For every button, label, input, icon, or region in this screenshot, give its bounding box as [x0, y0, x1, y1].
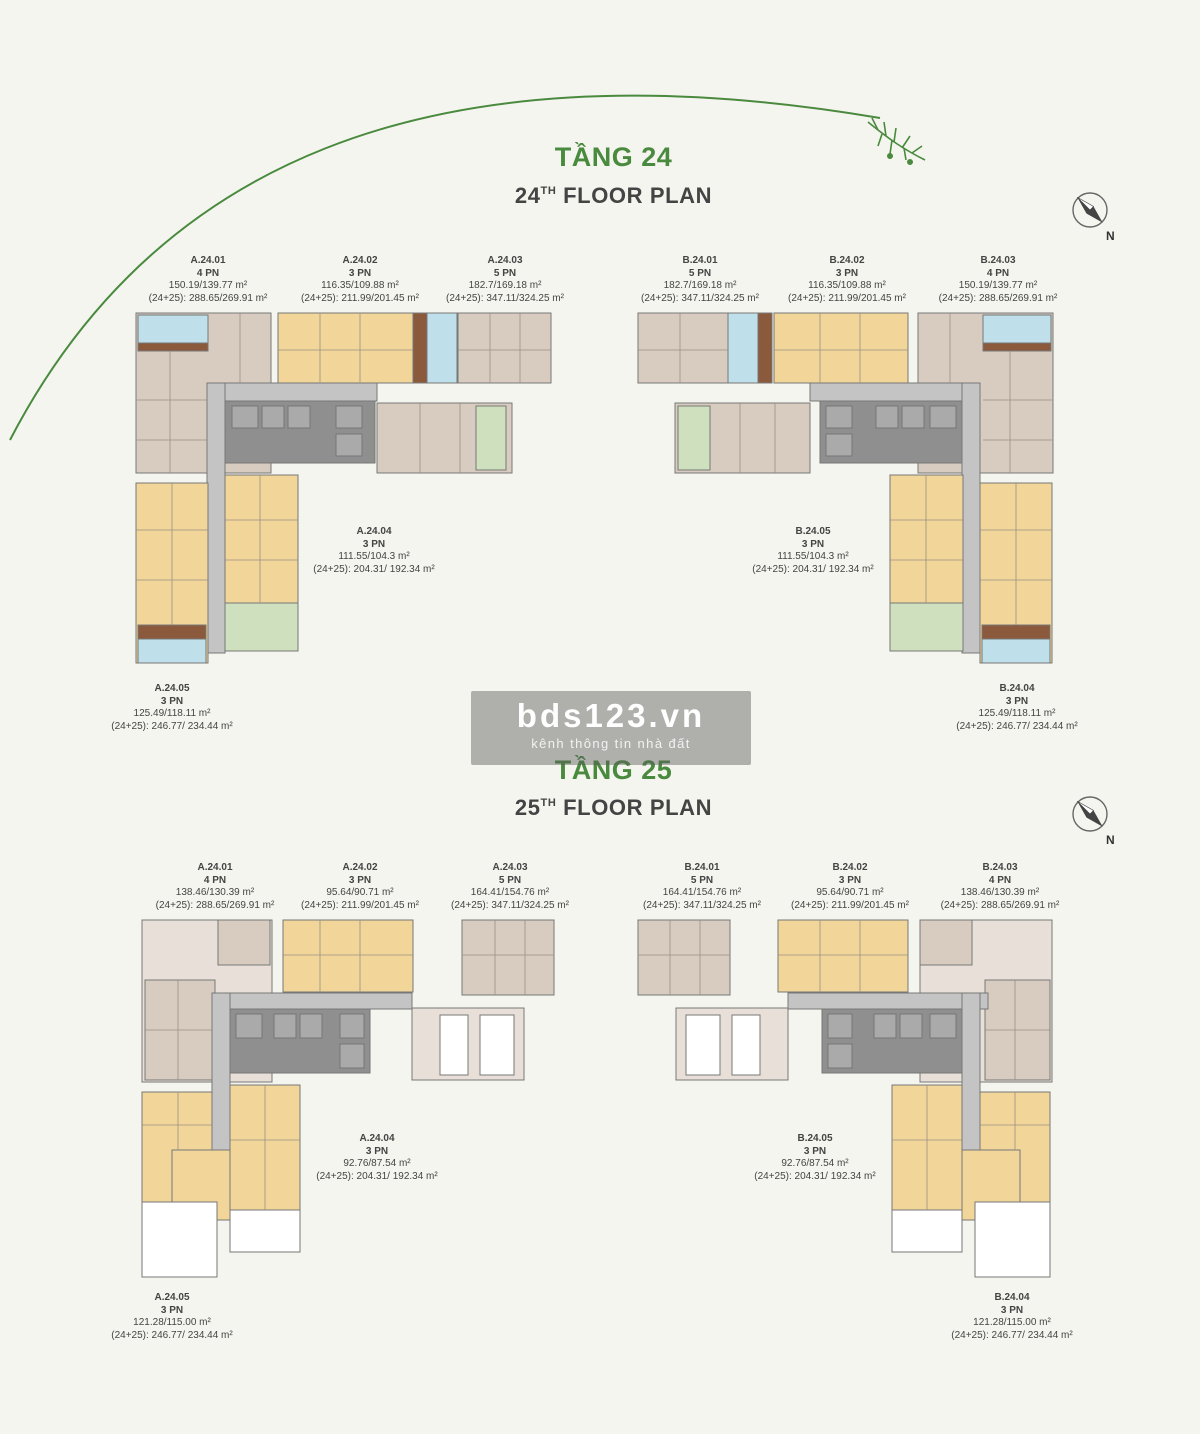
unit-b2405-shape: [889, 474, 964, 604]
floor-24-title: TẦNG 24: [554, 142, 673, 172]
unit-label-a2404-floor25: A.24.04 3 PN 92.76/87.54 m² (24+25): 204…: [316, 1133, 438, 1182]
unit-label-a2404-floor24: A.24.04 3 PN 111.55/104.3 m² (24+25): 20…: [313, 526, 435, 575]
unit-label-b2403-floor24: B.24.03 4 PN 150.19/139.77 m² (24+25): 2…: [938, 255, 1058, 304]
unit-label-b2402-floor25: B.24.02 3 PN 95.64/90.71 m² (24+25): 211…: [791, 862, 909, 911]
unit-label-b2403-floor25: B.24.03 4 PN 138.46/130.39 m² (24+25): 2…: [940, 862, 1060, 911]
unit-a2402-shape: [277, 312, 414, 384]
unit-label-a2401-floor25: A.24.01 4 PN 138.46/130.39 m² (24+25): 2…: [155, 862, 275, 911]
unit-label-b2405-floor24: B.24.05 3 PN 111.55/104.3 m² (24+25): 20…: [752, 526, 874, 575]
unit-b2402-shape-25: [777, 919, 909, 993]
unit-a2403-shape-25: [461, 919, 555, 996]
unit-label-a2405-floor25: A.24.05 3 PN 121.28/115.00 m² (24+25): 2…: [111, 1292, 233, 1341]
unit-a2402-shape-25: [282, 919, 414, 993]
floor-25-subtitle: 25TH FLOOR PLAN: [514, 795, 713, 820]
svg-text:N: N: [1106, 229, 1115, 242]
floor-25-title: TẦNG 25: [554, 755, 673, 785]
compass-north-icon: N: [1072, 192, 1115, 242]
unit-label-b2402-floor24: B.24.02 3 PN 116.35/109.88 m² (24+25): 2…: [788, 255, 906, 304]
unit-a2403-shape: [457, 312, 552, 384]
unit-label-a2403-floor25: A.24.03 5 PN 164.41/154.76 m² (24+25): 3…: [451, 862, 569, 911]
unit-label-b2404-floor25: B.24.04 3 PN 121.28/115.00 m² (24+25): 2…: [951, 1292, 1073, 1341]
svg-text:N: N: [1106, 833, 1115, 846]
compass-north-icon: N: [1072, 796, 1115, 846]
unit-label-a2405-floor24: A.24.05 3 PN 125.49/118.11 m² (24+25): 2…: [111, 683, 233, 732]
unit-label-a2403-floor24: A.24.03 5 PN 182.7/169.18 m² (24+25): 34…: [446, 255, 564, 304]
unit-label-a2402-floor25: A.24.02 3 PN 95.64/90.71 m² (24+25): 211…: [301, 862, 419, 911]
decorative-arc: [9, 94, 926, 441]
unit-b2401-shape-25: [637, 919, 731, 996]
watermark-subtext: kênh thông tin nhà đất: [531, 736, 691, 751]
unit-label-a2402-floor24: A.24.02 3 PN 116.35/109.88 m² (24+25): 2…: [301, 255, 419, 304]
unit-b2401-shape: [637, 312, 729, 384]
floor-24-subtitle: 24TH FLOOR PLAN: [514, 183, 713, 208]
leaf-branch-icon: [867, 117, 926, 166]
unit-label-b2405-floor25: B.24.05 3 PN 92.76/87.54 m² (24+25): 204…: [754, 1133, 876, 1182]
unit-b2402-shape: [773, 312, 909, 384]
watermark-text: bds123.vn: [516, 697, 706, 734]
unit-label-b2401-floor24: B.24.01 5 PN 182.7/169.18 m² (24+25): 34…: [641, 255, 759, 304]
unit-label-a2401-floor24: A.24.01 4 PN 150.19/139.77 m² (24+25): 2…: [148, 255, 268, 304]
unit-label-b2401-floor25: B.24.01 5 PN 164.41/154.76 m² (24+25): 3…: [643, 862, 761, 911]
unit-label-b2404-floor24: B.24.04 3 PN 125.49/118.11 m² (24+25): 2…: [956, 683, 1078, 732]
watermark-badge: bds123.vn kênh thông tin nhà đất: [471, 691, 751, 765]
